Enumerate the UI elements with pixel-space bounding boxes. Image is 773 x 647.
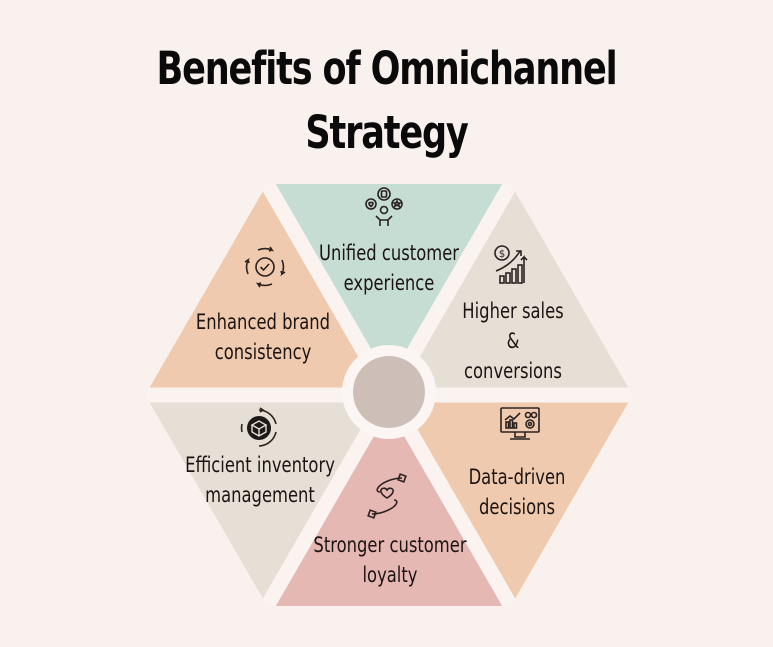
label-line: Stronger customer <box>313 533 467 557</box>
center-circle <box>353 356 425 428</box>
page-title-line-2: Strategy <box>305 106 468 159</box>
label-line: loyalty <box>362 563 418 587</box>
segment-label-top: Unified customer experience <box>311 238 467 298</box>
label-line: decisions <box>478 495 556 519</box>
hexagon-segments <box>143 182 635 608</box>
label-line: management <box>205 483 315 507</box>
analytics-monitor-icon <box>500 407 540 440</box>
page-title-line-1: Benefits of Omnichannel <box>156 42 618 95</box>
label-line: Data-driven <box>468 465 566 489</box>
segment-label-bottom: Stronger customer loyalty <box>312 530 468 590</box>
segment-bottom <box>266 395 512 608</box>
box-cycle-icon <box>240 407 277 447</box>
label-line: consistency <box>214 340 312 364</box>
segment-label-lower-right: Data-driven decisions <box>439 462 595 522</box>
label-line: conversions <box>464 359 562 383</box>
label-line: experience <box>343 271 435 295</box>
segment-upper-left <box>143 182 389 395</box>
segment-lower-right <box>389 395 635 608</box>
segment-lower-left <box>143 395 389 608</box>
segment-upper-right <box>389 182 635 395</box>
label-line: Enhanced brand <box>195 310 331 334</box>
label-line: & <box>506 329 520 353</box>
label-line: Unified customer <box>318 241 460 265</box>
hands-heart-icon <box>367 473 407 519</box>
cycle-check-icon <box>244 246 286 288</box>
segment-label-upper-right: Higher sales & conversions <box>435 296 591 386</box>
svg-text:$: $ <box>499 249 505 260</box>
segment-label-lower-left: Efficient inventory management <box>182 450 338 510</box>
label-line: Higher sales <box>462 299 564 323</box>
customer-feedback-icon <box>365 187 403 226</box>
sales-growth-icon: $ <box>494 245 528 284</box>
segment-label-upper-left: Enhanced brand consistency <box>185 307 341 367</box>
label-line: Efficient inventory <box>185 453 335 477</box>
segment-top <box>266 182 512 395</box>
